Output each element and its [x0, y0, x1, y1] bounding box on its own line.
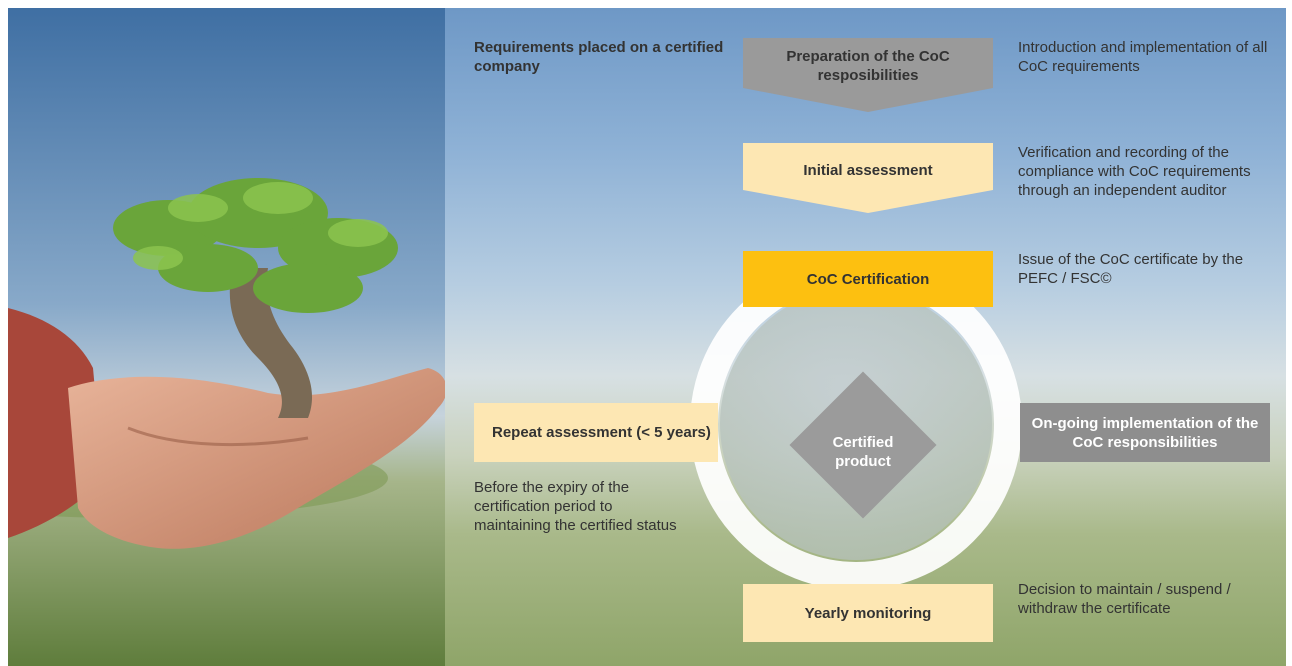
repeat-assessment-box: Repeat assessment (< 5 years) — [474, 403, 718, 462]
preparation-arrow-shape — [743, 38, 993, 112]
initial-assessment-label: Initial assessment — [803, 162, 933, 179]
yearly-monitoring-box: Yearly monitoring — [743, 584, 993, 642]
ongoing-implementation-box: On-going implementation of the CoC respo… — [1020, 403, 1270, 462]
initial-arrow-shape — [743, 143, 993, 213]
requirements-heading: Requirements placed on a certified compa… — [474, 39, 724, 75]
yearly-monitoring-description: Decision to maintain / suspend / withdra… — [1018, 581, 1231, 617]
preparation-description: Introduction and implementation of all C… — [1018, 39, 1268, 75]
coc-certification-box: CoC Certification — [743, 251, 993, 307]
hands-holding-tree-photo — [8, 8, 445, 666]
certified-product-label: Certified product — [832, 434, 894, 470]
repeat-assessment-description: Before the expiry of the certification p… — [474, 479, 677, 534]
coc-certification-description: Issue of the CoC certificate by the PEFC… — [1018, 251, 1244, 287]
initial-assessment-description: Verification and recording of the compli… — [1018, 144, 1251, 199]
preparation-label: Preparation of the CoC resposibilities — [786, 48, 950, 84]
